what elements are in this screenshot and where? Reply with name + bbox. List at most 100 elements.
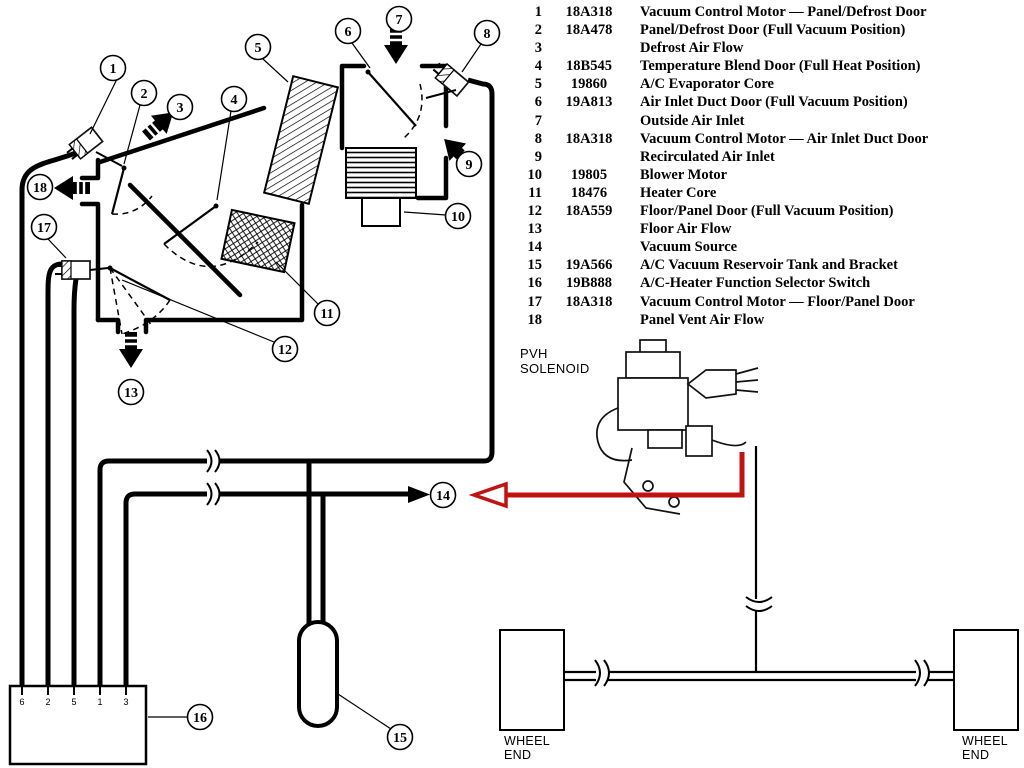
legend-item-number: 9 bbox=[534, 148, 542, 165]
wheel-end-right-label: WHEEL bbox=[962, 734, 1008, 748]
callout-1: 1 bbox=[99, 54, 127, 82]
panel-vent-airflow-arrow bbox=[54, 176, 90, 200]
callout-10: 10 bbox=[444, 202, 472, 230]
callout-number: 16 bbox=[193, 711, 207, 726]
callout-9: 9 bbox=[455, 150, 483, 178]
legend-description: Blower Motor bbox=[640, 166, 728, 183]
legend-part-number: 18A318 bbox=[565, 4, 613, 20]
switch-port-number: 3 bbox=[123, 697, 128, 707]
callout-6: 6 bbox=[334, 17, 362, 45]
legend-description: Defrost Air Flow bbox=[640, 40, 744, 57]
legend-row: 15 19A566 A/C Vacuum Reservoir Tank and Br… bbox=[516, 256, 1022, 274]
vacuum-motor-floor-panel bbox=[55, 260, 91, 280]
legend-part-number bbox=[546, 238, 632, 256]
legend-item-number: 8 bbox=[534, 130, 542, 147]
air-inlet-duct-door bbox=[365, 69, 423, 139]
callout-number: 8 bbox=[484, 27, 491, 42]
callout-2: 2 bbox=[130, 79, 158, 107]
callout-7: 7 bbox=[385, 5, 413, 33]
callout-number: 14 bbox=[436, 489, 450, 504]
legend-description: Temperature Blend Door (Full Heat Positi… bbox=[640, 58, 921, 75]
callout-number: 5 bbox=[255, 41, 262, 56]
callout-number: 15 bbox=[393, 731, 407, 746]
vacuum-source-arrow bbox=[408, 486, 430, 503]
vacuum-hoses bbox=[19, 77, 495, 686]
callout-3: 3 bbox=[166, 93, 194, 121]
wheel-end-left-label: WHEEL bbox=[504, 734, 550, 748]
legend-part-number: 18B545 bbox=[566, 58, 612, 75]
callout-number: 12 bbox=[278, 343, 292, 358]
callout-number: 1 bbox=[110, 62, 117, 77]
legend-part-number bbox=[546, 220, 632, 238]
callout-number: 4 bbox=[231, 93, 238, 108]
legend-part-number bbox=[546, 112, 632, 130]
switch-port-number: 2 bbox=[45, 697, 50, 707]
legend-item-number: 12 bbox=[527, 203, 543, 220]
legend-description: A/C Evaporator Core bbox=[640, 76, 774, 93]
callout-number: 9 bbox=[466, 158, 473, 173]
callout-number: 17 bbox=[37, 221, 51, 236]
legend-item-number: 16 bbox=[527, 275, 543, 292]
callout-18: 18 bbox=[26, 173, 54, 201]
legend-item-number: 17 bbox=[527, 293, 543, 310]
legend-part-number: 18A559 bbox=[565, 203, 613, 220]
legend-description: Panel Vent Air Flow bbox=[640, 311, 765, 328]
vacuum-motor-air-inlet bbox=[432, 62, 470, 98]
switch-port-number: 6 bbox=[19, 697, 24, 707]
panel-defrost-door bbox=[110, 165, 153, 215]
wheel-end-right-label: END bbox=[962, 748, 989, 762]
callout-15: 15 bbox=[386, 723, 414, 751]
legend-item-number: 18 bbox=[527, 311, 543, 328]
callout-5: 5 bbox=[244, 33, 272, 61]
callout-number: 13 bbox=[124, 386, 138, 401]
legend-part-number: 19B888 bbox=[566, 275, 612, 292]
callout-number: 10 bbox=[451, 210, 465, 225]
legend-part-number: 19A813 bbox=[565, 94, 613, 111]
callout-number: 7 bbox=[396, 13, 403, 28]
legend-part-number: 19860 bbox=[570, 76, 608, 93]
callout-17: 17 bbox=[30, 213, 58, 241]
wheel-end-circuit bbox=[499, 446, 1019, 731]
legend-description: Vacuum Source bbox=[640, 239, 738, 256]
pvh-solenoid-label: SOLENOID bbox=[520, 361, 590, 376]
legend-row: 3 Defrost Air Flow bbox=[516, 39, 1022, 57]
legend-part-number: 18A318 bbox=[565, 130, 613, 147]
legend-item-number: 7 bbox=[534, 112, 542, 129]
legend-description: Heater Core bbox=[640, 184, 717, 201]
vacuum-source-highlight-arrow bbox=[468, 452, 745, 509]
callout-number: 11 bbox=[320, 307, 333, 322]
legend-description: Vacuum Control Motor — Floor/Panel Door bbox=[640, 293, 915, 310]
evaporator-core bbox=[262, 75, 340, 205]
legend-item-number: 1 bbox=[534, 4, 542, 20]
legend-part-number: 19A566 bbox=[565, 257, 613, 274]
legend-part-number: 18A318 bbox=[565, 293, 613, 310]
legend-description: Vacuum Control Motor — Panel/Defrost Doo… bbox=[640, 4, 927, 20]
legend-description: Air Inlet Duct Door (Full Vacuum Positio… bbox=[640, 94, 908, 111]
heater-core bbox=[220, 208, 296, 274]
legend-item-number: 4 bbox=[534, 58, 542, 75]
legend-part-number: 19805 bbox=[570, 166, 608, 183]
floor-airflow-arrow bbox=[119, 332, 143, 368]
parts-legend: 1 18A318 Vacuum Control Motor — Panel/Defr… bbox=[516, 3, 1022, 329]
legend-row: 1 18A318 Vacuum Control Motor — Panel/Defr… bbox=[516, 3, 1022, 21]
legend-item-number: 10 bbox=[527, 166, 543, 183]
legend-item-number: 3 bbox=[534, 40, 542, 57]
callout-13: 13 bbox=[117, 378, 145, 406]
legend-description: A/C Vacuum Reservoir Tank and Bracket bbox=[640, 257, 898, 274]
legend-item-number: 15 bbox=[527, 257, 543, 274]
callout-number: 3 bbox=[177, 101, 184, 116]
function-selector-switch: 6 2 5 1 3 bbox=[8, 684, 148, 766]
pvh-solenoid-label: PVH bbox=[520, 346, 548, 361]
legend-part-number: 18476 bbox=[570, 184, 608, 201]
legend-description: Recirculated Air Inlet bbox=[640, 148, 775, 165]
callout-8: 8 bbox=[473, 19, 501, 47]
callout-12: 12 bbox=[271, 335, 299, 363]
